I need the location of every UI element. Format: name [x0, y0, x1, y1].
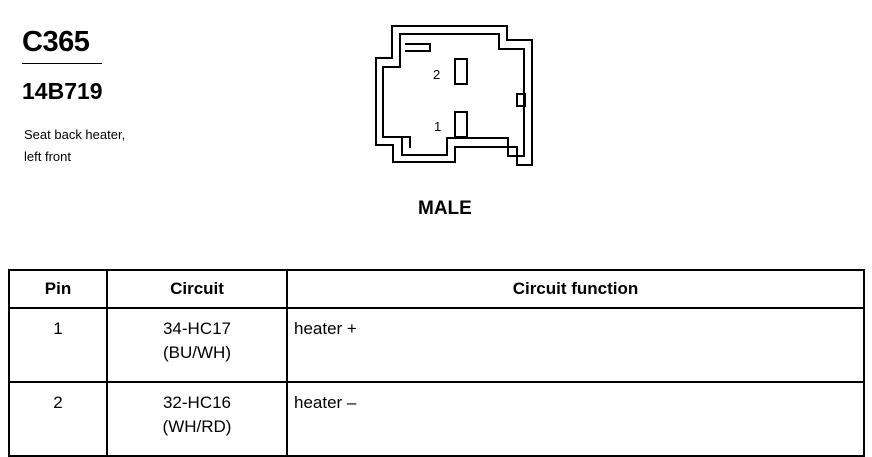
pin-2-cavity — [454, 58, 468, 85]
pin-cell: 2 — [8, 381, 108, 457]
description-line-2: left front — [24, 149, 71, 164]
header-circuit-function: Circuit function — [286, 269, 865, 309]
connector-id-underline — [22, 63, 102, 64]
circuit-cell: 34-HC17 (BU/WH) — [106, 307, 288, 383]
connector-notch-bottom — [402, 136, 411, 148]
connector-notch-top — [405, 43, 431, 52]
circuit-code: 32-HC16 — [162, 393, 232, 412]
circuit-cell: 32-HC16 (WH/RD) — [106, 381, 288, 457]
table-row: 1 34-HC17 (BU/WH) heater + — [8, 307, 865, 383]
connector-latch-tab — [516, 93, 526, 107]
pin-1-label: 1 — [434, 119, 441, 134]
function-cell: heater – — [286, 381, 865, 457]
connector-id: C365 — [22, 26, 90, 58]
wire-color: (WH/RD) — [162, 417, 232, 436]
pinout-table: Pin Circuit Circuit function 1 34-HC17 (… — [8, 269, 865, 457]
header-circuit: Circuit — [106, 269, 288, 309]
connector-housing-inner — [382, 33, 525, 157]
table-header-row: Pin Circuit Circuit function — [8, 269, 865, 309]
function-cell: heater + — [286, 307, 865, 383]
table-row: 2 32-HC16 (WH/RD) heater – — [8, 381, 865, 457]
description-line-1: Seat back heater, — [24, 127, 126, 142]
connector-housing-outline — [375, 25, 533, 166]
pin-cell: 1 — [8, 307, 108, 383]
pin-1-cavity — [454, 111, 468, 138]
pin-2-label: 2 — [433, 67, 440, 82]
wire-color: (BU/WH) — [163, 343, 231, 362]
connector-face-diagram: 2 1 — [375, 25, 533, 166]
part-number: 14B719 — [22, 78, 103, 104]
header-pin: Pin — [8, 269, 108, 309]
connector-gender: MALE — [418, 198, 472, 219]
circuit-code: 34-HC17 — [162, 319, 232, 338]
